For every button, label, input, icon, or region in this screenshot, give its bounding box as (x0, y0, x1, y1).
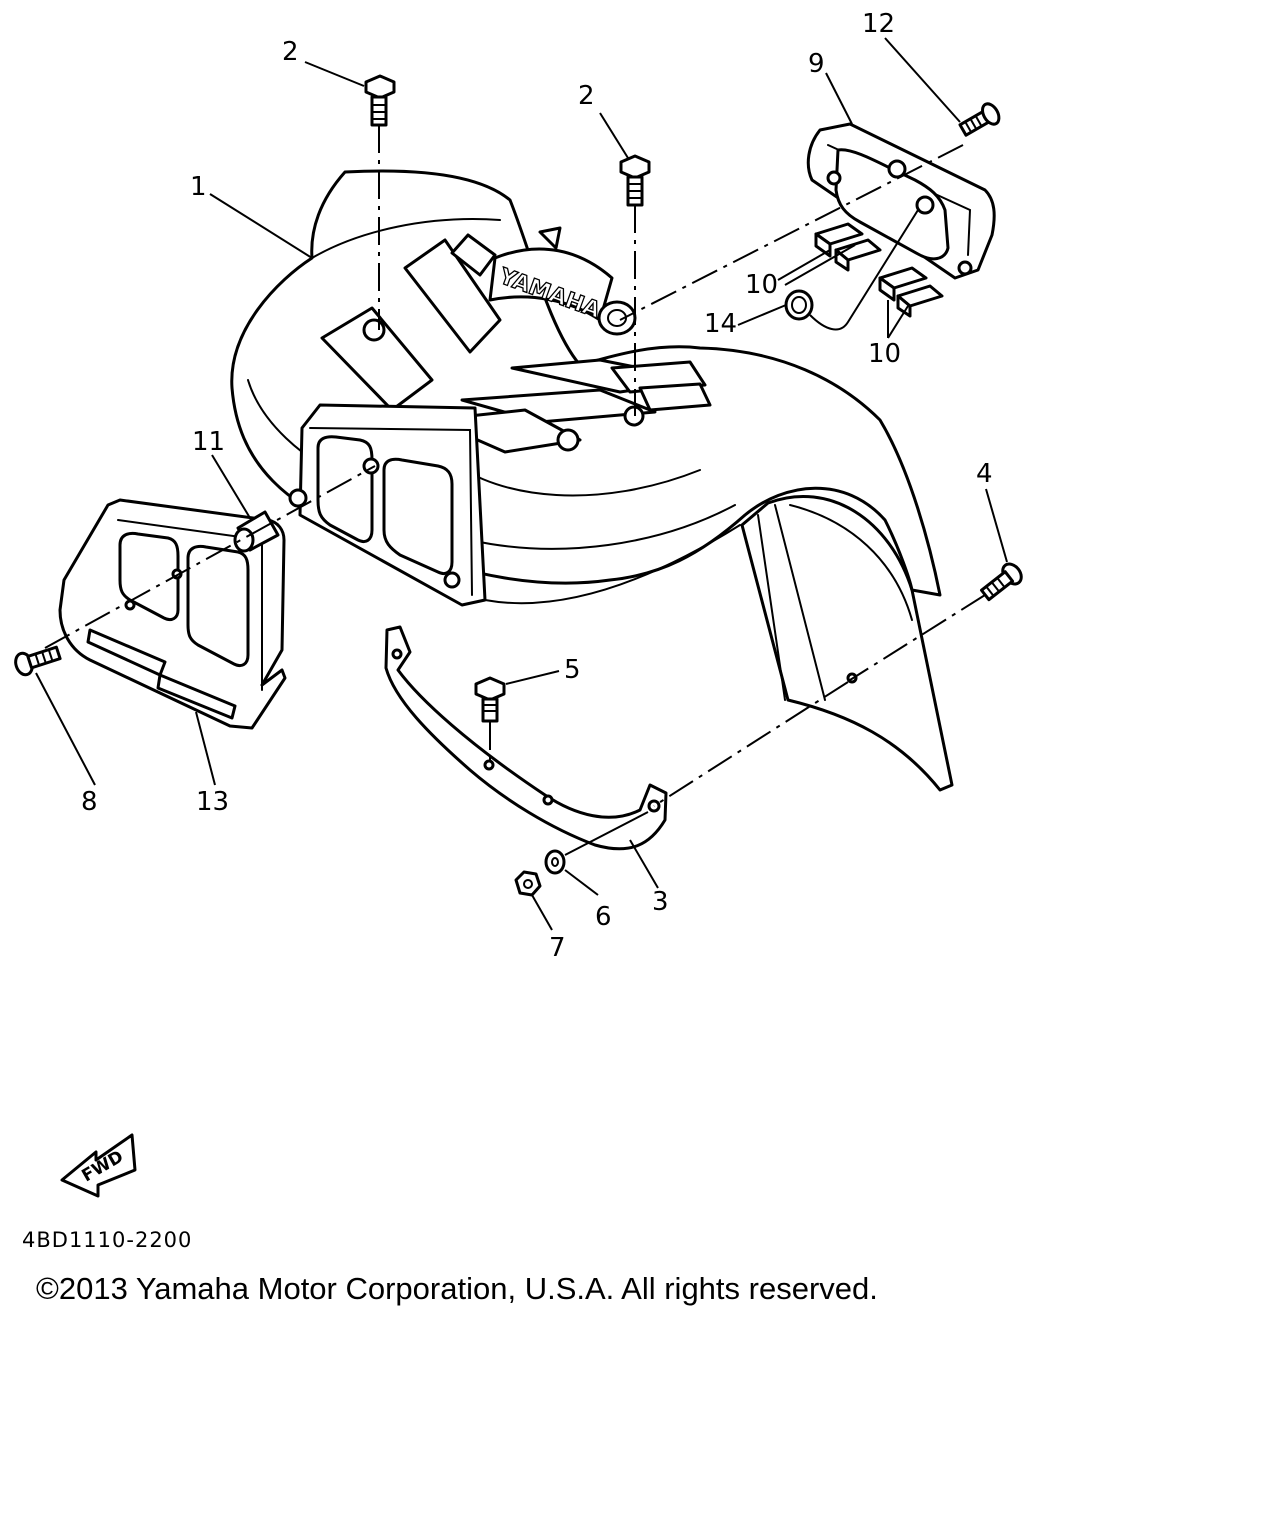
copyright-notice: ©2013 Yamaha Motor Corporation, U.S.A. A… (36, 1271, 878, 1306)
nut (514, 870, 542, 897)
callout-8: 8 (81, 787, 98, 817)
assembly-lines (44, 125, 986, 807)
callout-9: 9 (808, 49, 825, 79)
front-fender: YAMAHA (230, 169, 954, 792)
callout-numbers: 1 2 2 3 4 5 6 7 8 9 10 10 11 12 13 14 (81, 9, 993, 963)
washer (544, 849, 566, 875)
bolt-right (619, 154, 651, 207)
callout-3: 3 (652, 887, 669, 917)
callout-2-right: 2 (578, 81, 595, 111)
callout-10-upper: 10 (745, 270, 778, 300)
callout-2-left: 2 (282, 37, 299, 67)
diagram-code: 4BD1110-2200 (22, 1228, 192, 1252)
callout-4: 4 (976, 459, 993, 489)
headlight-cover (58, 498, 287, 730)
callout-1: 1 (190, 172, 207, 202)
grommet (784, 289, 814, 321)
callout-12: 12 (862, 9, 895, 39)
callout-6: 6 (595, 902, 612, 932)
callout-5: 5 (564, 655, 581, 685)
bolt-left (364, 74, 396, 127)
leader-lines (35, 37, 1008, 931)
lamp-pads (814, 222, 944, 318)
lamp-housing (806, 122, 996, 280)
forward-arrow-icon: FWD (60, 1133, 137, 1198)
callout-13: 13 (196, 787, 229, 817)
callout-7: 7 (549, 933, 566, 963)
bracket-bolt (474, 676, 506, 723)
callout-11: 11 (192, 427, 225, 457)
lamp-screw (958, 102, 1001, 137)
callout-10-lower: 10 (868, 339, 901, 369)
callout-14: 14 (704, 309, 737, 339)
stay-bracket (384, 625, 858, 851)
fender-screw (980, 562, 1023, 602)
headlight-screw (14, 645, 62, 677)
